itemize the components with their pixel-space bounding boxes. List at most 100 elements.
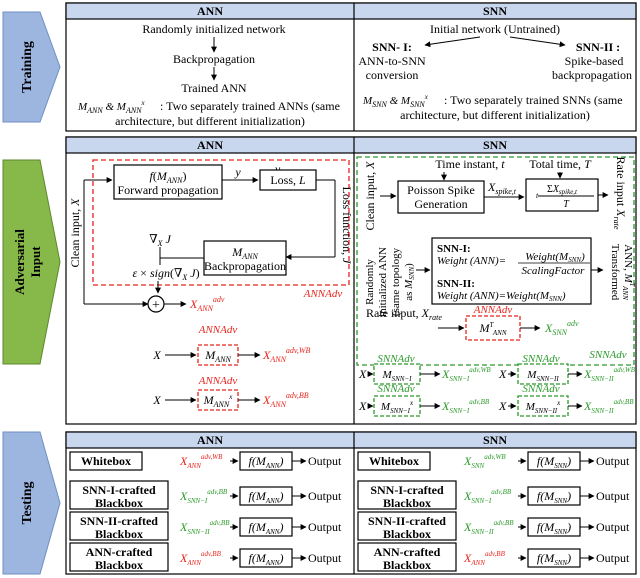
snn-test-input-2: XSNN−IIadv,BB	[463, 519, 514, 536]
snn-test-input-0: XSNNadv,WB	[463, 453, 506, 470]
testing-ann-header: ANN	[197, 433, 223, 447]
snn2-train-l2: backpropagation	[552, 68, 632, 82]
testing-arrow-shape: Testing	[2, 431, 61, 575]
ann-test-output-2: Output	[308, 520, 342, 534]
ann-wb-group-label: ANNAdv	[198, 324, 238, 336]
ann-step-random-init: Randomly initialized network	[142, 22, 285, 36]
ann-test-label-box-1	[69, 480, 169, 510]
snn-test-label-box-3	[357, 542, 457, 572]
ann-adv-group-label: ANNAdv	[303, 288, 343, 300]
snn-rand-init-l3: (same topology	[390, 247, 402, 316]
snn-adv-output: XSNNadv	[544, 319, 579, 337]
rate-sum-box	[525, 178, 599, 212]
snn-test-label-box-0	[357, 451, 431, 471]
ann-eps: ε × sign(∇X J)	[132, 266, 199, 282]
ann-loss-text: Loss, L	[270, 173, 306, 187]
ann-bb-group-label: ANNAdv	[198, 375, 238, 387]
snn2-bb-group: SNNAdv	[522, 383, 559, 395]
snn-weight-box	[431, 237, 592, 305]
training-ann-header: ANN	[197, 4, 223, 18]
snn-test-label-3-0: ANN-crafted	[374, 545, 441, 559]
snn-rate-input-side: Rate input Xrate	[612, 157, 628, 230]
snn1-weight-eq: Weight (ANN)=	[437, 255, 506, 267]
rate-sum-denominator: T	[563, 199, 570, 210]
snn-transformed-l1: Transformed	[609, 244, 621, 301]
snn-step-initial: Initial network (Untrained)	[430, 22, 560, 36]
ann-wb-output: XANNadv,WB	[262, 346, 311, 364]
ann-backprop-label: Backpropagation	[204, 259, 286, 273]
ann-test-label-2-1: Blackbox	[95, 527, 143, 541]
ann-test-label-box-2	[69, 511, 169, 541]
snn2-train-l1: Spike-based	[565, 54, 624, 68]
snn-test-input-3: XANNadv,BB	[463, 550, 506, 567]
snn1-train-title: SNN- I:	[372, 40, 412, 54]
snn-training-note-line1: : Two separately trained SNNs (same	[444, 93, 623, 107]
snn-test-input-1: XSNN−Iadv,BB	[463, 488, 512, 505]
ann-clean-input: Clean input, X	[68, 198, 82, 268]
ann-test-label-3-1: Blackbox	[95, 558, 143, 572]
snn-transformed-l2: ANN, MTANN	[621, 244, 636, 300]
snn1-wb-group: SNNAdv	[377, 353, 414, 365]
poisson-l2: Generation	[414, 197, 467, 211]
snn-training-note-symbol: MSNN & MSNNx	[362, 93, 429, 109]
snn2-weight-eq: Weight (ANN)=Weight(MSNN)	[437, 290, 566, 303]
snn-test-label-box-1	[357, 480, 457, 510]
ann-bb-output: XANNadv,BB	[262, 391, 309, 409]
snn-test-output-2: Output	[596, 520, 630, 534]
snn-total-time: Total time, T	[529, 157, 592, 171]
snn2-wb-group: SNNAdv	[522, 353, 559, 365]
ann-test-input-0: XANNadv,WB	[179, 453, 223, 470]
snn1-train-l1: ANN-to-SNN	[358, 54, 426, 68]
snn-adv-group-label: SNNAdv	[589, 349, 626, 361]
snn2-wb-x: X	[498, 367, 507, 381]
ann-backprop-box	[203, 240, 287, 276]
snn-annadv-label: ANNAdv	[473, 304, 513, 316]
snn1-weight-frac-bot: ScalingFactor	[522, 265, 586, 277]
ann-forward-box	[113, 164, 223, 200]
snn1-bb-group: SNNAdv	[377, 383, 414, 395]
snn-test-output-0: Output	[596, 454, 630, 468]
ann-loss-fn: Loss function, J	[340, 187, 354, 265]
ann-step-backprop: Backpropagation	[173, 52, 255, 66]
ann-training-note-line1: : Two separately trained ANNs (same	[160, 99, 340, 113]
ann-plus: +	[152, 298, 160, 313]
ann-test-label-box-0	[69, 451, 143, 471]
ann-test-label-1-0: SNN-I-crafted	[82, 483, 156, 497]
poisson-box	[397, 180, 485, 214]
training-snn-header: SNN	[483, 4, 507, 18]
snn-rand-init-l2: initialized ANN	[377, 247, 389, 317]
ann-training-note-symbol: MANN & MANNx	[77, 99, 146, 115]
poisson-l1: Poisson Spike	[407, 183, 475, 197]
ann-grad: ∇X J	[149, 232, 171, 248]
ann-adv-group-box	[92, 159, 350, 286]
snn-training-note-line2: architecture, but different initializati…	[400, 108, 590, 122]
adversarial-label-line1: Adversarial	[12, 229, 27, 295]
ann-test-label-3-0: ANN-crafted	[86, 545, 153, 559]
training-arrow-shape: Training	[2, 11, 61, 123]
snn2-bb-output: XSNN−IIadv,BB	[583, 398, 634, 415]
snn2-bb-x: X	[498, 399, 507, 413]
ann-bb-x: X	[152, 393, 161, 407]
snn-test-output-3: Output	[596, 551, 630, 565]
ann-test-label-0-0: Whitebox	[81, 454, 131, 468]
snn-xspike: Xspike,t	[487, 180, 517, 196]
adversarial-arrow-shape: Adversarial Input	[2, 159, 61, 365]
snn2-wb-output: XSNN−IIadv,WB	[583, 366, 636, 383]
snn1-wb-output: XSNN−Iadv,WB	[441, 366, 491, 383]
snn-mt-box	[465, 315, 521, 341]
ann-forward-label: Forward propagation	[118, 183, 219, 197]
snn-adv-group-box	[356, 156, 635, 366]
snn-rate-input: Rate input, Xrate	[366, 306, 442, 322]
snn-rand-init-l4: as MSNN)	[403, 263, 416, 301]
ann-training-note-line2: architecture, but different initializati…	[115, 114, 305, 128]
adversarial-snn-header: SNN	[483, 138, 507, 152]
snn1-weight-title: SNN-I:	[437, 243, 471, 255]
ann-test-input-3: XANNadv,BB	[179, 550, 222, 567]
snn-time-instant: Time instant, t	[435, 157, 505, 171]
adversarial-panel: ANN SNN Clean input, X f(MANN) Forward p…	[65, 136, 637, 425]
ann-wb-x: X	[152, 348, 161, 362]
snn-rand-init-l1: Randomly	[364, 259, 376, 305]
snn2-weight-title: SNN-II:	[437, 278, 475, 290]
